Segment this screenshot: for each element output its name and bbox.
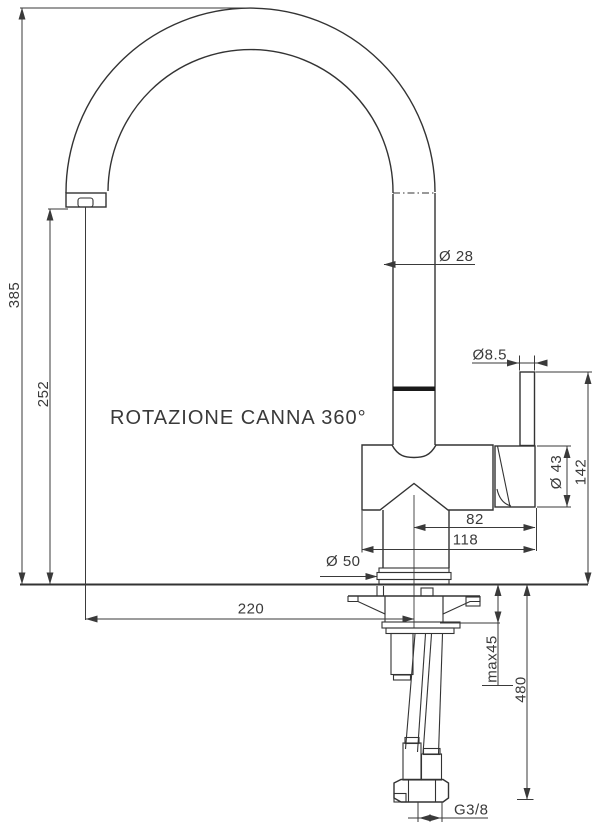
- label-spout-outlet-height: 252: [35, 381, 52, 408]
- label-max-deck-thickness: max45: [484, 635, 501, 683]
- tube-seam: [393, 386, 435, 391]
- aerator-outlet: [65, 192, 107, 208]
- label-lever-offset: 82: [466, 511, 484, 528]
- hose-corrugation-right: [420, 753, 443, 781]
- mounting-hardware: [347, 586, 481, 681]
- label-overall-depth: 118: [453, 532, 478, 549]
- connection-nut: [393, 778, 450, 803]
- spout-arc: [65, 7, 436, 194]
- supply-hoses: [402, 633, 444, 781]
- label-hose-length: 480: [513, 676, 530, 703]
- faucet-outline: [20, 7, 588, 803]
- dimension-lines: [18, 7, 592, 822]
- label-spout-tube-diameter: Ø 28: [439, 248, 474, 265]
- rotation-note: ROTAZIONE CANNA 360°: [110, 407, 367, 429]
- riser-tube: [392, 193, 436, 445]
- label-body-diameter: Ø 43: [548, 455, 565, 490]
- label-spout-reach: 220: [238, 601, 265, 618]
- mixer-body: [361, 444, 494, 568]
- label-total-height: 385: [6, 282, 23, 309]
- mounting-nut: [385, 627, 455, 635]
- lever-rod: [519, 371, 536, 447]
- threaded-shank: [390, 632, 414, 676]
- dimension-labels: 385 252 220 Ø 28 Ø8.5 Ø 43 142 82 118 Ø …: [6, 248, 590, 819]
- label-connection-thread: G3/8: [454, 802, 489, 819]
- label-base-diameter: Ø 50: [326, 553, 361, 570]
- label-body-height: 142: [573, 459, 590, 486]
- handle-lever: [494, 371, 536, 508]
- label-lever-rod-diameter: Ø8.5: [473, 347, 508, 364]
